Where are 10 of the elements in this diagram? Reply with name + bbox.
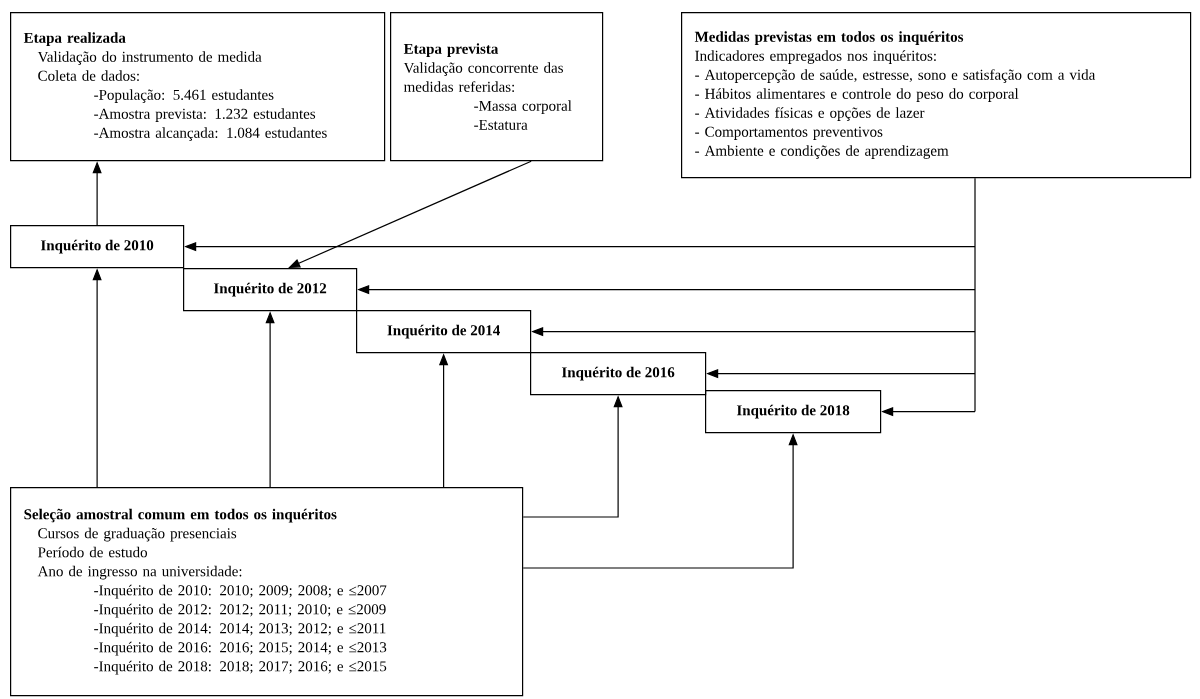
survey-box: Inquérito de 2014 — [356, 310, 532, 354]
survey-box: Inquérito de 2016 — [530, 352, 707, 396]
text-box: Seleção amostral comum em todos os inquéritos Cursos de graduação presenciais Período de estudo Ano de ingresso na universidade: -Inquérito de 2010: 2010; 2009; 2008; e ≤2007 -Inquérito de 2012: 2012; 2011; 2010; e ≤2009 -Inquérito de 2014: 2014; 2013; 2012; e ≤2011 -Inquérito de 2016: 2016; 2015; 2014; e ≤2013 -Inquérito de 2018: 2018; 2017; 2016; e ≤2015 — [10, 487, 524, 697]
text-box: Etapa prevista Validação concorrente das medidas referidas: -Massa corporal -Estatura — [390, 12, 604, 162]
survey-box: Inquérito de 2012 — [183, 268, 358, 312]
text-box: Medidas previstas em todos os inquéritos Indicadores empregados nos inquéritos: - Autopercepção de saúde, estresse, sono e satisfação com a vida - Hábitos alimentares e controle do peso do corporal - Atividades físicas e opções de lazer - Comportamentos preventivos - Ambiente e condições de aprendizagem — [681, 12, 1192, 179]
survey-box: Inquérito de 2010 — [10, 225, 185, 269]
survey-box: Inquérito de 2018 — [705, 390, 882, 434]
text-box: Etapa realizada Validação do instrumento de medida Coleta de dados: -População: 5.461 estudantes -Amostra prevista: 1.232 estudantes -Amostra alcançada: 1.084 estudantes — [10, 12, 386, 162]
connector-line — [974, 177, 976, 413]
